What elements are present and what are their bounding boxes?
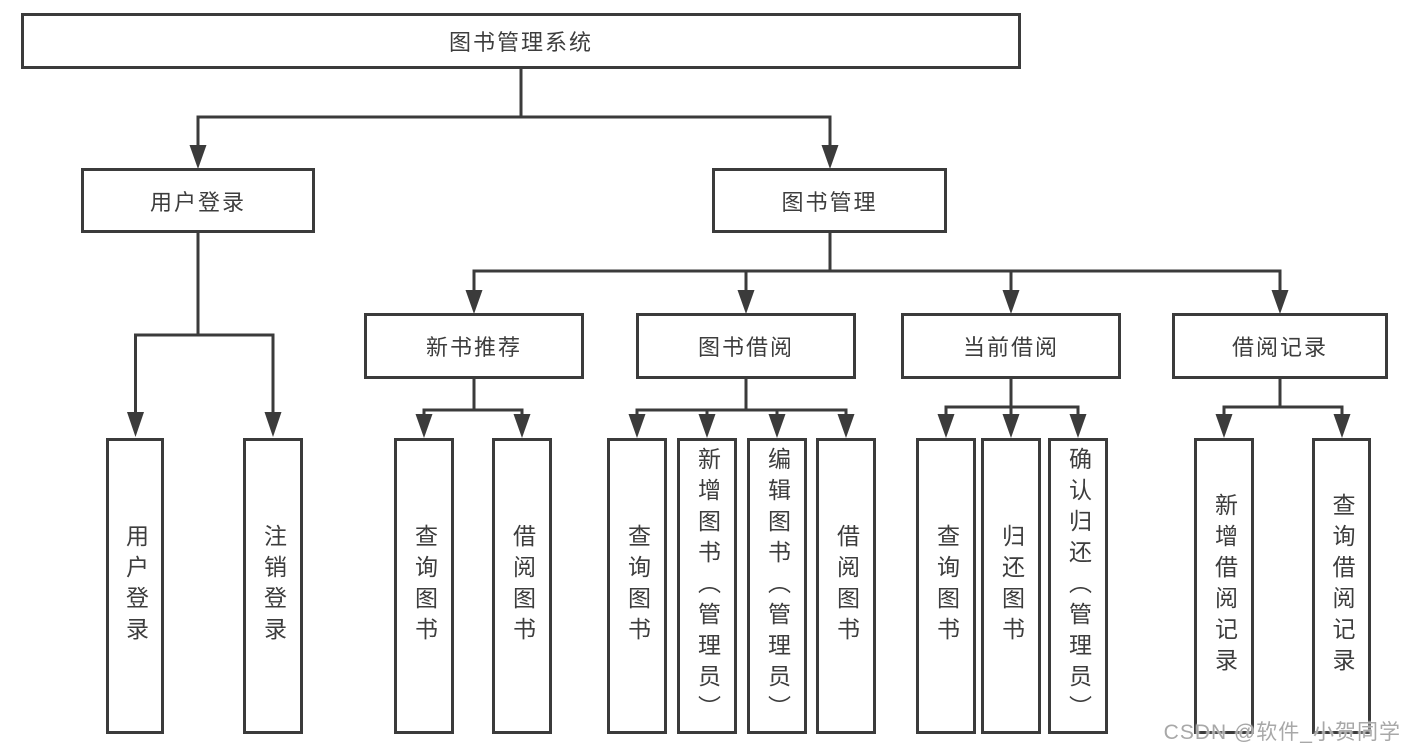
node-new-book-recommend: 新书推荐 [364, 313, 584, 379]
arrowhead [837, 414, 855, 438]
leaf-edit-books-admin: 编辑图书（管理员） [747, 438, 807, 734]
leaf-borrow-books: 借阅图书 [816, 438, 876, 734]
arrowhead [415, 414, 433, 438]
csdn-watermark: CSDN @软件_小贺同学 [1163, 721, 1401, 744]
arrowhead [628, 414, 646, 438]
leaf-query-books-current: 查询图书 [916, 438, 976, 734]
leaf-confirm-return-admin: 确认归还（管理员） [1048, 438, 1108, 734]
arrowhead [737, 290, 755, 314]
leaf-query-borrow-record: 查询借阅记录 [1312, 438, 1371, 734]
leaf-return-books: 归还图书 [981, 438, 1041, 734]
arrowhead [1002, 414, 1020, 438]
leaf-logout: 注销登录 [243, 438, 303, 734]
arrowhead [1069, 414, 1087, 438]
leaf-query-books-recommend: 查询图书 [394, 438, 454, 734]
leaf-add-borrow-record: 新增借阅记录 [1194, 438, 1254, 734]
arrowhead [768, 414, 786, 438]
leaf-add-books-admin: 新增图书（管理员） [677, 438, 737, 734]
node-book-borrowing: 图书借阅 [636, 313, 856, 379]
node-book-management: 图书管理 [712, 168, 947, 233]
arrowhead [937, 414, 955, 438]
arrowhead [1215, 414, 1233, 438]
arrowhead [821, 145, 839, 169]
arrowhead [1002, 290, 1020, 314]
arrowhead [264, 412, 282, 437]
node-current-borrowing: 当前借阅 [901, 313, 1121, 379]
leaf-user-login: 用户登录 [106, 438, 164, 734]
node-borrowing-records: 借阅记录 [1172, 313, 1388, 379]
arrowhead [1333, 414, 1351, 438]
leaf-borrow-books-recommend: 借阅图书 [492, 438, 552, 734]
arrowhead [189, 145, 207, 169]
arrowhead [465, 290, 483, 314]
node-user-login: 用户登录 [81, 168, 315, 233]
node-library-management-system: 图书管理系统 [21, 13, 1021, 69]
arrowhead [698, 414, 716, 438]
arrowhead [1271, 290, 1289, 314]
arrowhead [127, 412, 144, 437]
leaf-query-books-borrowing: 查询图书 [607, 438, 667, 734]
arrowhead [513, 414, 531, 438]
